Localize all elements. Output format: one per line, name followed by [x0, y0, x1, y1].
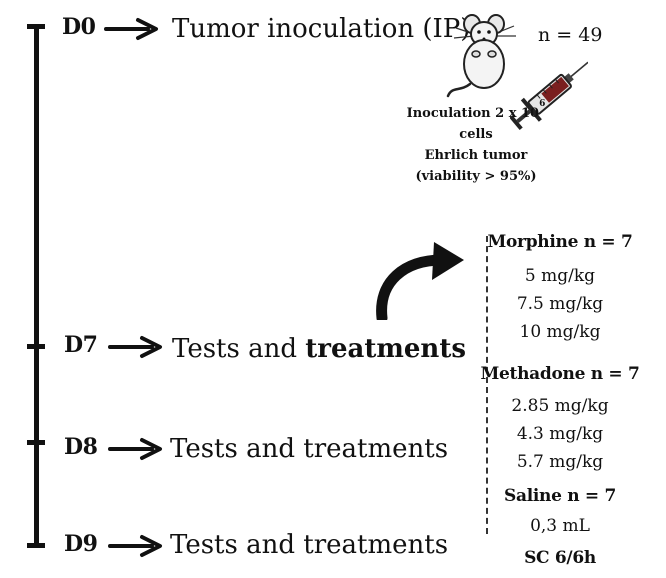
day-label-d7: D7 [64, 332, 98, 358]
group-saline-label: Saline n = 7 [504, 486, 616, 506]
dose-morphine-1: 5 mg/kg [524, 266, 596, 286]
syringe-icon [510, 61, 588, 131]
right-arrow-icon [108, 336, 162, 358]
right-arrow-icon [108, 535, 162, 557]
dose-bracket-line [486, 236, 488, 534]
timeline-tick-d7 [27, 344, 45, 349]
dose-methadone-3: 5.7 mg/kg [516, 452, 604, 472]
event-tests-treatments-d8: Tests and treatments [170, 434, 449, 464]
dose-methadone-2: 4.3 mg/kg [516, 424, 604, 444]
timeline-line [34, 26, 39, 548]
day-label-d8: D8 [64, 434, 98, 460]
timeline-tick-d0 [27, 24, 45, 29]
dose-morphine-3: 10 mg/kg [519, 322, 601, 342]
group-morphine-label: Morphine n = 7 [487, 232, 633, 252]
day-label-d9: D9 [64, 531, 98, 557]
dose-saline-1: 0,3 mL [530, 516, 590, 536]
event-tests-treatments-d9: Tests and treatments [170, 530, 449, 560]
event-tests-treatments-d7: Tests and treatments [172, 334, 466, 364]
group-methadone-label: Methadone n = 7 [480, 364, 640, 384]
inoculation-line4: (viability > 95%) [415, 169, 537, 184]
dose-methadone-1: 2.85 mg/kg [511, 396, 609, 416]
right-arrow-icon [108, 438, 162, 460]
event-tumor-inoculation: Tumor inoculation (IP) [172, 14, 471, 44]
right-arrow-icon [104, 18, 158, 40]
inoculation-line1: Inoculation 2 x 106 [406, 98, 546, 121]
inoculation-details: Inoculation 2 x 106 cells Ehrlich tumor … [388, 98, 564, 187]
timeline-tick-d8 [27, 440, 45, 445]
n-total-label: n = 49 [538, 24, 603, 46]
inoculation-line2: cells [459, 127, 493, 142]
day-label-d0: D0 [62, 14, 96, 40]
route-label: SC 6/6h [524, 548, 596, 568]
timeline-tick-d9 [27, 543, 45, 548]
mouse-icon [446, 14, 516, 98]
inoculation-line3: Ehrlich tumor [424, 148, 528, 163]
curved-arrow-icon [376, 242, 464, 320]
dose-morphine-2: 7.5 mg/kg [516, 294, 604, 314]
